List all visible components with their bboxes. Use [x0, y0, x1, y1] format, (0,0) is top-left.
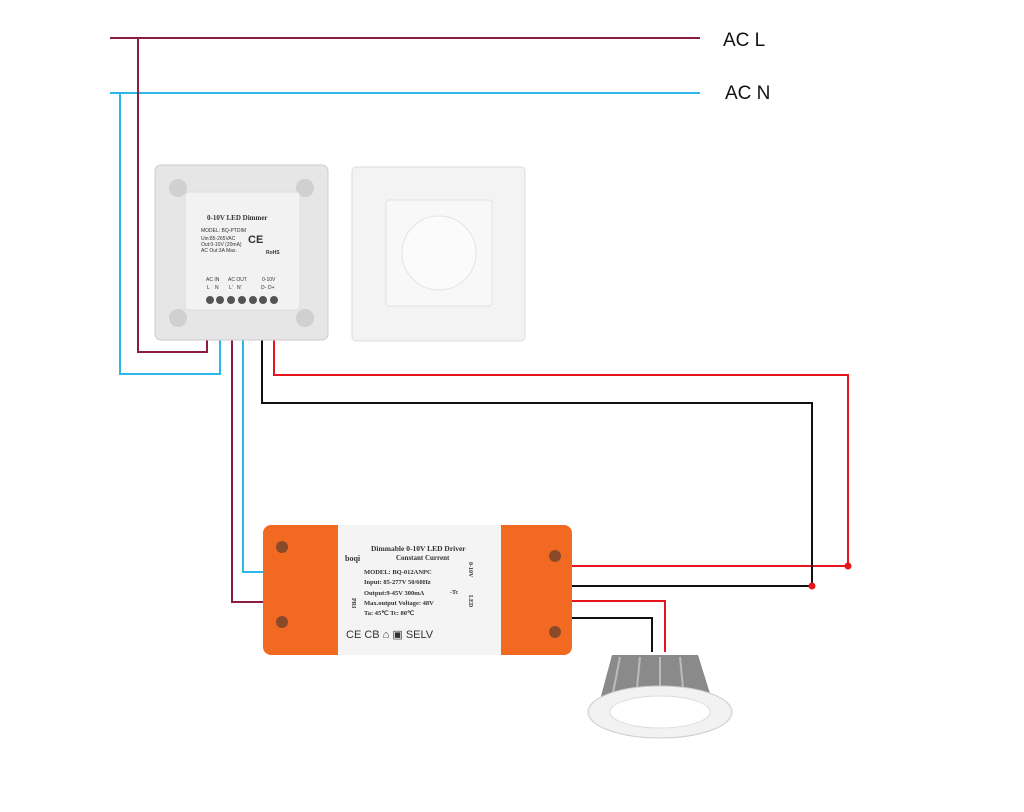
led-plus-wire — [572, 600, 666, 652]
dim-plus-wire — [273, 312, 849, 567]
driver-brand: boqi — [345, 554, 361, 563]
out-label-led: LED — [467, 595, 473, 608]
neutral-to-dimmer-wire — [119, 93, 221, 375]
dimmer-front-plate — [351, 166, 526, 342]
pin-label: D- — [261, 285, 267, 291]
pri-label: PRI — [350, 598, 356, 609]
pin-label: N' — [237, 285, 242, 291]
out-label-dim: 0-10V — [467, 562, 473, 578]
led-downlight — [587, 655, 733, 739]
ce-mark: CE — [248, 234, 263, 246]
terminal-label: 0-10V — [262, 277, 276, 283]
tc-label: -Tc — [450, 590, 458, 596]
led-minus-wire — [572, 617, 653, 652]
driver-spec: Output:9-45V 300mA — [364, 590, 425, 597]
dimmer-knob — [401, 215, 477, 291]
pin-label: N — [215, 285, 219, 291]
pin-label: L' — [229, 285, 233, 291]
dimmer-title: 0-10V LED Dimmer — [207, 214, 268, 222]
ac-n-label: AC N — [725, 83, 770, 104]
terminal-label: AC OUT — [228, 277, 247, 283]
dimmer-spec: Uin:85-265VAC — [201, 236, 236, 242]
led-driver: boqi Dimmable 0-10V LED Driver Constant … — [263, 525, 572, 655]
ac-l-label: AC L — [723, 30, 765, 51]
rohs-mark: RoHS — [266, 250, 280, 256]
dimmer-spec: Out:0-10V (20mA) — [201, 242, 242, 248]
driver-subtitle: Constant Current — [396, 554, 450, 562]
live-out-wire — [231, 312, 268, 603]
dim-minus-wire — [261, 312, 813, 587]
driver-title: Dimmable 0-10V LED Driver — [371, 544, 466, 553]
driver-spec: MODEL: BQ-012ANPC — [364, 569, 432, 576]
driver-spec: Ta: 45℃ Tc: 80℃ — [364, 609, 415, 617]
driver-spec: Max.output Voltage: 48V — [364, 600, 434, 607]
neutral-out-wire — [242, 312, 268, 573]
junction-dot — [808, 582, 816, 590]
pin-label: D+ — [268, 285, 275, 291]
driver-spec: Input: 85-277V 50/60Hz — [364, 579, 431, 586]
dimmer-module: 0-10V LED Dimmer MODEL: BQ-PTDIM Uin:85-… — [154, 164, 329, 341]
dimmer-spec: AC Out:3A Max. — [201, 248, 237, 254]
dimmer-model: MODEL: BQ-PTDIM — [201, 228, 246, 234]
certification-marks: CE CB ⌂ ▣ SELV — [346, 629, 434, 641]
pin-label: L — [207, 285, 210, 291]
junction-dot — [844, 562, 852, 570]
terminal-label: AC IN — [206, 277, 220, 283]
